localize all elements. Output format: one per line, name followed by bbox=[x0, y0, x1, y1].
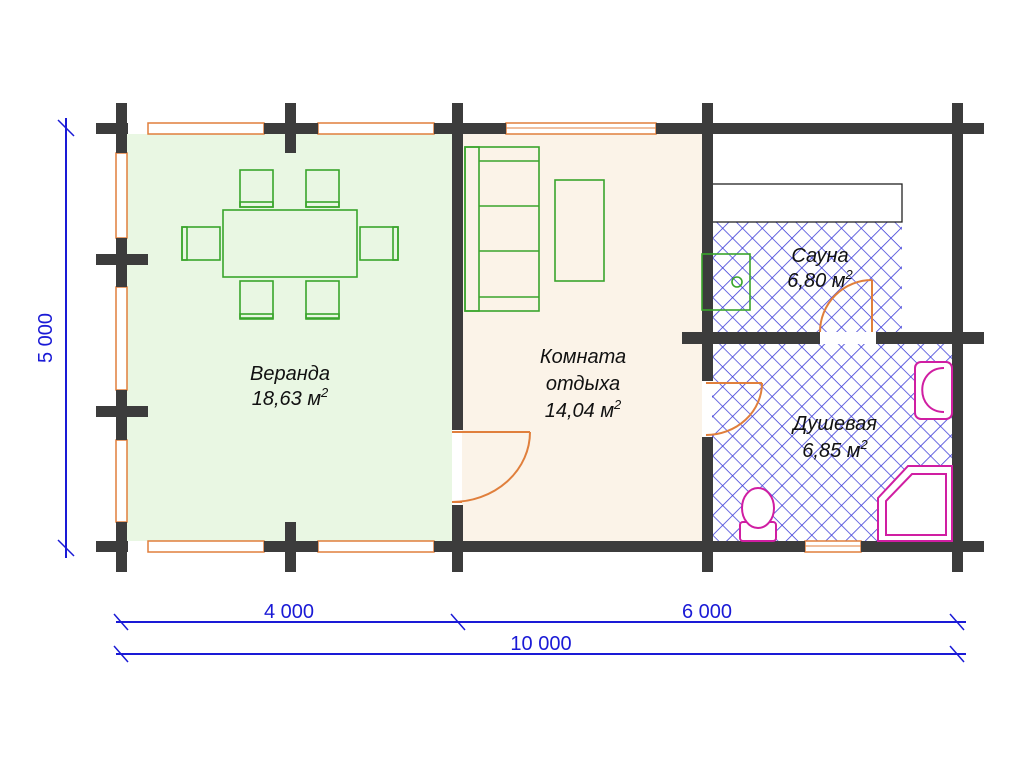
left-width-dimension: 4 000 bbox=[264, 601, 314, 623]
lounge-name-line1: Комната bbox=[540, 346, 626, 368]
sauna-floor bbox=[712, 222, 902, 332]
dimension-lines bbox=[57, 118, 966, 663]
area-superscript: 2 bbox=[859, 437, 868, 452]
toilet-icon bbox=[739, 487, 777, 542]
area-superscript: 2 bbox=[320, 385, 329, 400]
lounge-floor bbox=[462, 134, 702, 541]
lounge-name-line2: отдыха bbox=[546, 373, 620, 395]
height-dimension: 5 000 bbox=[35, 313, 57, 363]
area-superscript: 2 bbox=[844, 267, 853, 282]
shower-cabin-icon bbox=[877, 465, 953, 542]
lounge-area: 14,04 м2 bbox=[545, 397, 622, 422]
shower-area: 6,85 м2 bbox=[802, 437, 868, 462]
chair-icon bbox=[181, 169, 399, 320]
stove-icon bbox=[701, 253, 751, 311]
sauna-name: Сауна bbox=[791, 245, 848, 267]
area-superscript: 2 bbox=[613, 397, 622, 412]
total-width-dimension: 10 000 bbox=[510, 633, 571, 655]
shower-area-value: 6,85 м bbox=[802, 440, 860, 462]
walls bbox=[96, 103, 984, 572]
sauna-area: 6,80 м2 bbox=[787, 267, 853, 292]
veranda-floor bbox=[127, 134, 452, 541]
shower-name: Душевая bbox=[791, 413, 877, 435]
right-width-dimension: 6 000 bbox=[682, 601, 732, 623]
veranda-name: Веранда bbox=[250, 363, 330, 385]
sofa-icon bbox=[464, 146, 540, 312]
veranda-area-value: 18,63 м bbox=[252, 388, 322, 410]
lounge-area-value: 14,04 м bbox=[545, 400, 615, 422]
door-swing-icon bbox=[451, 279, 873, 503]
washbasin-icon bbox=[914, 361, 953, 420]
veranda-area: 18,63 м2 bbox=[252, 385, 329, 410]
coffee-table-icon bbox=[554, 179, 605, 282]
sauna-bench bbox=[711, 183, 903, 223]
dining-table-icon bbox=[222, 209, 358, 278]
sauna-area-value: 6,80 м bbox=[787, 270, 845, 292]
